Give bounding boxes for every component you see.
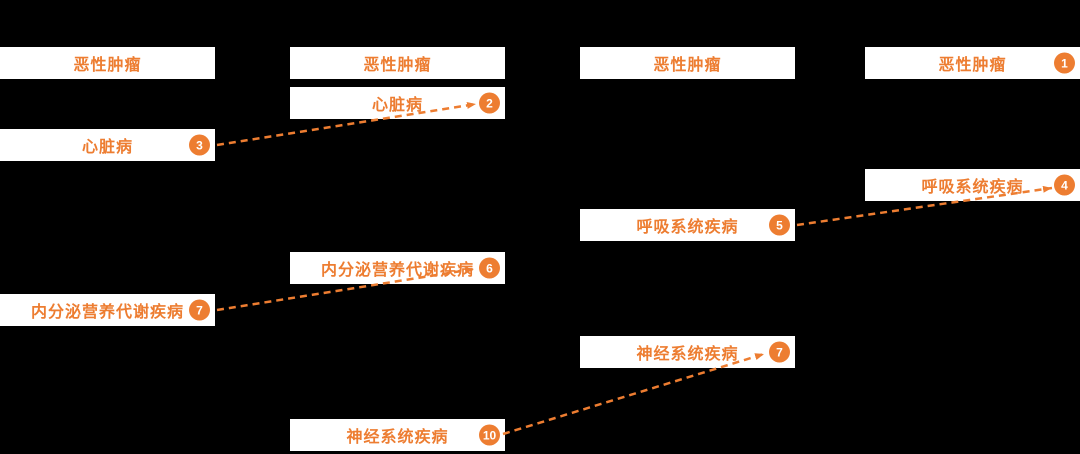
rank-badge: 3 (189, 134, 210, 156)
box-col3-respiratory: 呼吸系统疾病 5 (580, 209, 795, 241)
disease-label: 恶性肿瘤 (653, 57, 722, 74)
box-col2-malignant-tumor: 恶性肿瘤 (290, 47, 505, 79)
rank-badge: 2 (479, 92, 500, 114)
rank-badge: 4 (1054, 174, 1075, 196)
disease-label: 心脏病 (81, 139, 133, 156)
box-col3-nervous-system: 神经系统疾病 7 (580, 336, 795, 368)
disease-label: 呼吸系统疾病 (921, 179, 1024, 196)
disease-label: 恶性肿瘤 (363, 57, 432, 74)
rank-badge: 7 (769, 341, 790, 363)
box-col2-nervous-system: 神经系统疾病 10 (290, 419, 505, 451)
disease-label: 神经系统疾病 (636, 346, 739, 363)
rank-badge: 7 (189, 299, 210, 321)
box-col1-malignant-tumor: 恶性肿瘤 (0, 47, 215, 79)
disease-label: 内分泌营养代谢疾病 (320, 262, 474, 279)
disease-label: 内分泌营养代谢疾病 (30, 304, 184, 321)
disease-label: 呼吸系统疾病 (636, 219, 739, 236)
disease-label: 神经系统疾病 (346, 429, 449, 446)
disease-label: 恶性肿瘤 (73, 57, 142, 74)
box-col3-malignant-tumor: 恶性肿瘤 (580, 47, 795, 79)
rank-badge: 1 (1054, 52, 1075, 74)
box-col4-malignant-tumor: 恶性肿瘤 1 (865, 47, 1080, 79)
rank-badge: 5 (769, 214, 790, 236)
box-col1-endocrine-metabolic: 内分泌营养代谢疾病 7 (0, 294, 215, 326)
box-col4-respiratory: 呼吸系统疾病 4 (865, 169, 1080, 201)
rank-badge: 10 (479, 424, 500, 446)
box-col2-endocrine-metabolic: 内分泌营养代谢疾病 6 (290, 252, 505, 284)
rank-badge: 6 (479, 257, 500, 279)
disease-label: 恶性肿瘤 (938, 57, 1007, 74)
disease-label: 心脏病 (371, 97, 423, 114)
box-col2-heart-disease: 心脏病 2 (290, 87, 505, 119)
box-col1-heart-disease: 心脏病 3 (0, 129, 215, 161)
